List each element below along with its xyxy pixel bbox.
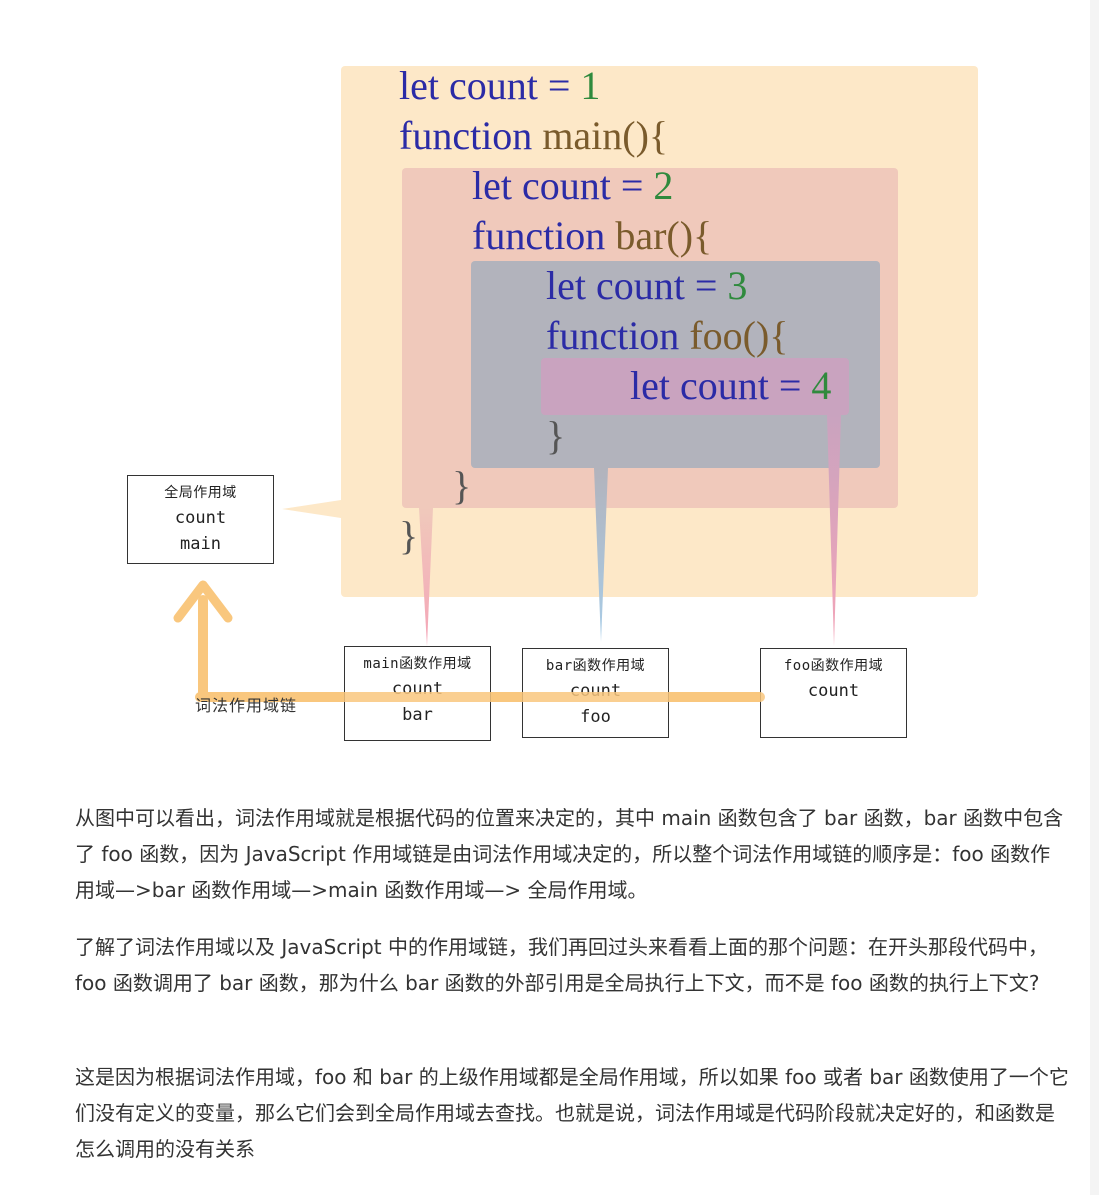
foo-scope-pointer bbox=[827, 415, 841, 646]
code-keyword: let count = bbox=[546, 263, 728, 308]
bar-scope-pointer bbox=[594, 468, 608, 642]
global-scope-pointer bbox=[282, 500, 341, 518]
code-line-7: let count = 4 bbox=[630, 366, 831, 406]
code-number: 4 bbox=[811, 363, 832, 408]
code-keyword: function bbox=[399, 113, 543, 158]
code-function-name: foo(){ bbox=[689, 313, 789, 358]
bar-scope-title: bar函数作用域 bbox=[545, 658, 646, 674]
bar-scope-item: foo bbox=[580, 707, 611, 727]
foo-scope-block bbox=[541, 358, 849, 415]
code-line-1: let count = 1 bbox=[399, 66, 600, 106]
global-scope-title: 全局作用域 bbox=[164, 485, 237, 501]
code-keyword: let count = bbox=[399, 63, 581, 108]
scope-chain-arrowhead bbox=[173, 580, 233, 623]
code-line-5: let count = 3 bbox=[546, 266, 747, 306]
code-line-4: function bar(){ bbox=[472, 216, 712, 256]
global-scope-item: count bbox=[174, 508, 227, 528]
code-keyword: let count = bbox=[630, 363, 812, 408]
code-line-3: let count = 2 bbox=[472, 166, 673, 206]
code-number: 1 bbox=[580, 63, 601, 108]
paragraph: 这是因为根据词法作用域，foo 和 bar 的上级作用域都是全局作用域，所以如果… bbox=[75, 1065, 1069, 1161]
paragraph: 了解了词法作用域以及 JavaScript 中的作用域链，我们再回过头来看看上面… bbox=[75, 935, 1048, 995]
foo-scope-title: foo函数作用域 bbox=[783, 658, 884, 674]
code-keyword: function bbox=[546, 313, 690, 358]
bar-scope-item: count bbox=[569, 681, 622, 701]
code-number: 2 bbox=[653, 163, 674, 208]
bar-scope-box: bar函数作用域 count foo bbox=[522, 648, 669, 738]
main-scope-box: main函数作用域 count bar bbox=[344, 646, 491, 741]
code-close-main: } bbox=[399, 513, 419, 558]
code-line-6: function foo(){ bbox=[546, 316, 788, 356]
global-scope-box: 全局作用域 count main bbox=[127, 475, 274, 564]
code-close-foo: } bbox=[546, 413, 566, 458]
scrollbar[interactable] bbox=[1090, 0, 1099, 1195]
code-function-name: main(){ bbox=[542, 113, 669, 158]
main-scope-title: main函数作用域 bbox=[363, 656, 472, 672]
foo-scope-box: foo函数作用域 count bbox=[760, 648, 907, 738]
code-close-bar: } bbox=[452, 463, 472, 508]
main-scope-item: count bbox=[391, 679, 444, 699]
lexical-scope-diagram: let count = 1 function main(){ let count… bbox=[127, 66, 978, 741]
global-scope-item: main bbox=[180, 534, 221, 554]
foo-scope-item: count bbox=[807, 681, 860, 701]
scope-chain-label: 词法作用域链 bbox=[195, 696, 298, 715]
code-keyword: let count = bbox=[472, 163, 654, 208]
code-line-2: function main(){ bbox=[399, 116, 668, 156]
code-function-name: bar(){ bbox=[615, 213, 713, 258]
paragraph: 从图中可以看出，词法作用域就是根据代码的位置来决定的，其中 main 函数包含了… bbox=[75, 806, 1064, 902]
main-scope-pointer bbox=[419, 508, 433, 646]
code-keyword: function bbox=[472, 213, 616, 258]
code-number: 3 bbox=[727, 263, 748, 308]
main-scope-item: bar bbox=[402, 705, 433, 725]
